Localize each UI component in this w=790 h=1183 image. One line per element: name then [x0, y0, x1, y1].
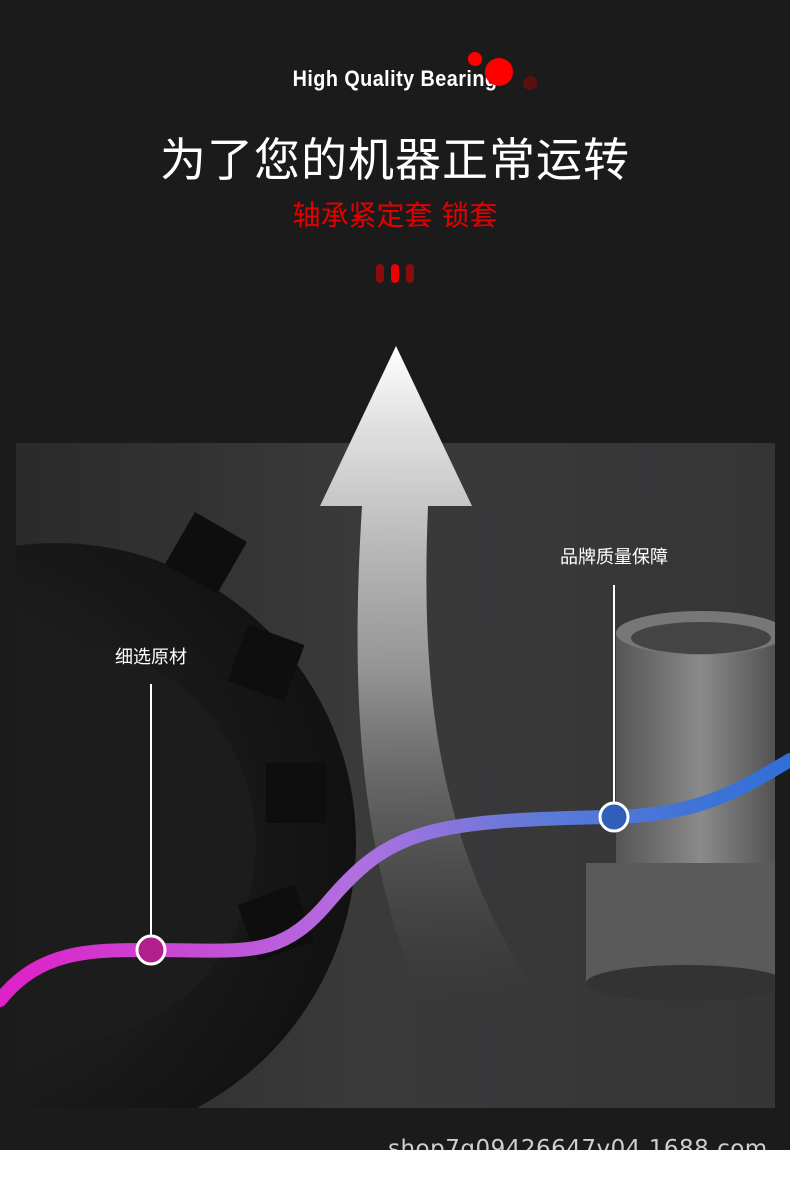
page-subtitle: 轴承紧定套 锁套: [292, 199, 498, 232]
decor-pill: [376, 264, 384, 283]
decor-pill: [406, 264, 414, 283]
decor-pill: [391, 264, 399, 283]
callout-brand-quality: 品牌质量保障: [560, 547, 668, 568]
callout-line: [150, 684, 152, 936]
callout-raw-material: 细选原材: [115, 647, 187, 668]
callout-line: [613, 585, 615, 803]
bearing-illustration: [16, 512, 775, 1108]
banner: High Quality Bearing 为了您的机器正常运转 轴承紧定套 锁套: [0, 0, 790, 1150]
up-arrow-icon: [320, 346, 540, 1000]
marker-icon: [598, 801, 630, 833]
growth-curve: [0, 753, 790, 1007]
decor-dot: [485, 58, 513, 86]
decor-dot: [523, 76, 537, 90]
lock-nut-image: [16, 512, 356, 1108]
watermark: shop7g09426647v04.1688.com: [388, 1136, 768, 1150]
eyebrow-text: High Quality Bearing: [292, 66, 498, 91]
overlay-graphics: [0, 346, 790, 1007]
marker-icon: [135, 934, 167, 966]
page-title: 为了您的机器正常运转: [160, 133, 630, 187]
decor-dot: [468, 52, 482, 66]
